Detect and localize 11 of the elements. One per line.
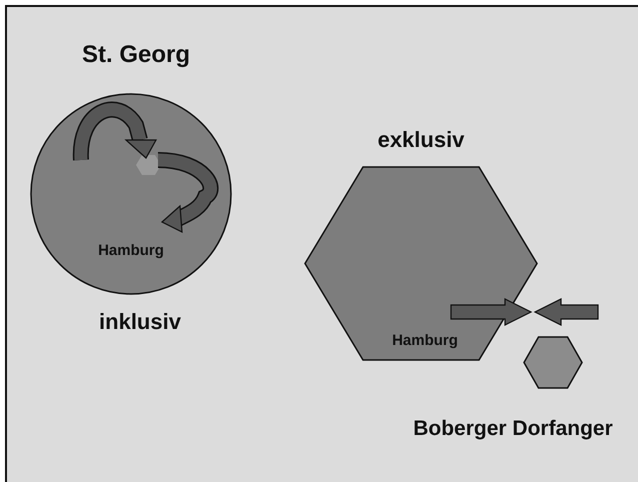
block-arrow: [534, 298, 599, 326]
block-arrow: [450, 298, 532, 326]
region-title: Boberger Dorfanger: [413, 418, 613, 438]
hexagon-shape: [524, 337, 582, 388]
category-label: inklusiv: [99, 311, 181, 333]
region-label: Hamburg: [98, 242, 164, 258]
hexagon-shape: [305, 167, 537, 360]
region-label: Hamburg: [392, 332, 458, 348]
circle-shape: [31, 94, 231, 294]
region-title: St. Georg: [82, 43, 190, 67]
category-label: exklusiv: [378, 129, 464, 151]
